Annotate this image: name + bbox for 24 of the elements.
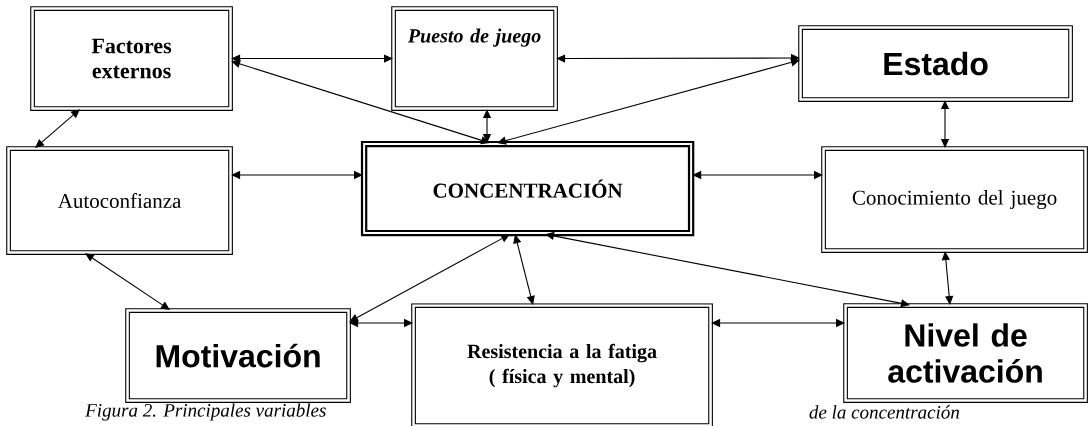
caption-text: de la concentración: [809, 405, 960, 419]
arrow: [497, 58, 800, 145]
concept-box: Motivación: [125, 308, 351, 403]
concept-box: Factores externos: [30, 6, 233, 111]
concept-box: Estado: [798, 25, 1073, 102]
arrow: [482, 109, 492, 143]
concept-box: Conocimiento del juego: [821, 146, 1088, 253]
arrow: [513, 234, 535, 305]
arrow: [711, 318, 845, 328]
concept-box: Nivel de activación: [843, 303, 1088, 403]
concept-box: Autoconfianza: [6, 146, 233, 255]
central-box: CONCENTRACIÓN: [360, 140, 695, 237]
arrow: [349, 234, 510, 322]
arrow: [35, 109, 80, 148]
arrow: [941, 251, 954, 305]
concept-box: Resistencia a la fatiga ( física y mental): [411, 303, 713, 426]
arrow: [231, 54, 393, 63]
arrow: [349, 318, 413, 328]
concept-box: Puesto de juego: [391, 6, 558, 111]
arrow: [231, 59, 490, 145]
arrow: [231, 170, 363, 180]
arrow: [85, 253, 170, 310]
arrow: [940, 100, 950, 148]
arrow: [556, 53, 800, 63]
